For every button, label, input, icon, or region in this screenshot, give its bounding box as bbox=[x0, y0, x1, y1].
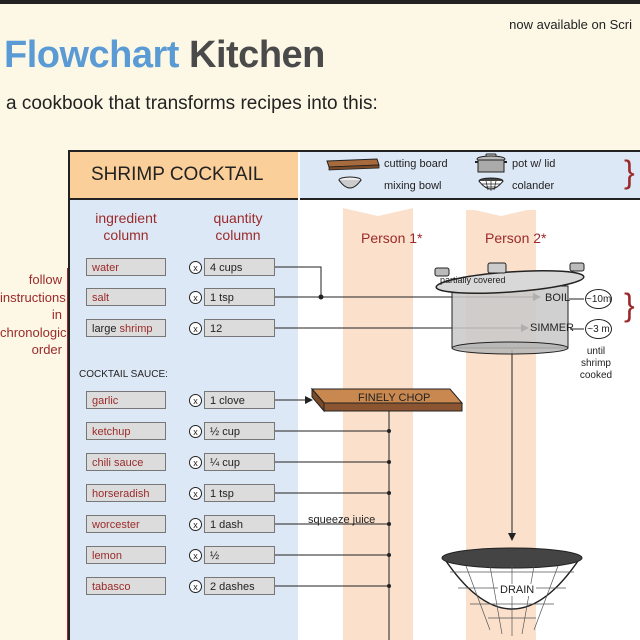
ingredient-tabasco: tabasco bbox=[86, 577, 166, 595]
quantity-shrimp: 12 bbox=[204, 319, 275, 337]
multiply-icon: x bbox=[189, 261, 202, 274]
quantity-lemon: ½ bbox=[204, 546, 275, 564]
mixing-bowl-icon bbox=[338, 176, 362, 189]
quantity-salt: 1 tsp bbox=[204, 288, 275, 306]
quantity-tabasco: 2 dashes bbox=[204, 577, 275, 595]
side-note-line bbox=[67, 268, 68, 640]
quantity-column-header: quantity column bbox=[213, 210, 263, 243]
boil-step: BOIL bbox=[545, 292, 571, 304]
equipment-label: colander bbox=[512, 180, 555, 192]
simmer-step: SIMMER bbox=[530, 322, 574, 334]
multiply-icon: x bbox=[189, 425, 202, 438]
multiply-icon: x bbox=[189, 580, 202, 593]
ingredient-horseradish: horseradish bbox=[86, 484, 166, 502]
colander-illustration bbox=[441, 547, 583, 636]
ingredient-worcester: worcester bbox=[86, 515, 166, 533]
boil-timer: ~10m bbox=[585, 289, 612, 309]
ingredient-garlic: garlic bbox=[86, 391, 166, 409]
ingredient-salt: salt bbox=[86, 288, 166, 306]
quantity-chili-sauce: ¼ cup bbox=[204, 453, 275, 471]
bracket-icon: } bbox=[624, 154, 635, 190]
equipment-label: cutting board bbox=[384, 158, 448, 170]
page-title: Flowchart Kitchen bbox=[4, 34, 325, 77]
sauce-section-label: COCKTAIL SAUCE: bbox=[79, 369, 168, 380]
finely-chop-board bbox=[310, 387, 464, 413]
multiply-icon: x bbox=[189, 456, 202, 469]
equipment-label: mixing bowl bbox=[384, 180, 442, 192]
recipe-title: SHRIMP COCKTAIL bbox=[91, 164, 264, 185]
availability-note: now available on Scri bbox=[509, 17, 632, 32]
lane-tops bbox=[343, 208, 536, 220]
quantity-worcester: 1 dash bbox=[204, 515, 275, 533]
drain-step: DRAIN bbox=[498, 584, 537, 596]
finely-chop-step: FINELY CHOP bbox=[358, 392, 431, 404]
top-rule bbox=[0, 0, 640, 4]
person-1-label: Person 1* bbox=[361, 230, 423, 246]
multiply-icon: x bbox=[189, 291, 202, 304]
recipe-title-box: SHRIMP COCKTAIL bbox=[70, 152, 298, 200]
ingredient-chili-sauce: chili sauce bbox=[86, 453, 166, 471]
partially-covered-label: partially covered bbox=[440, 275, 506, 285]
ingredient-lemon: lemon bbox=[86, 546, 166, 564]
simmer-timer: ~3 m bbox=[585, 319, 612, 339]
ingredient-shrimp: large shrimp bbox=[86, 319, 166, 337]
quantity-ketchup: ½ cup bbox=[204, 422, 275, 440]
quantity-horseradish: 1 tsp bbox=[204, 484, 275, 502]
multiply-icon: x bbox=[189, 518, 202, 531]
equipment-label: pot w/ lid bbox=[512, 158, 556, 170]
multiply-icon: x bbox=[189, 487, 202, 500]
page-subtitle: a cookbook that transforms recipes into … bbox=[6, 93, 378, 114]
cutting-board-icon bbox=[326, 158, 380, 171]
multiply-icon: x bbox=[189, 394, 202, 407]
side-note: follow instructions in chronological ord… bbox=[0, 272, 77, 357]
until-condition: until shrimp cooked bbox=[579, 346, 613, 381]
pot-icon bbox=[475, 153, 507, 173]
multiply-icon: x bbox=[189, 549, 202, 562]
multiply-icon: x bbox=[189, 322, 202, 335]
person-1-lane bbox=[343, 210, 413, 640]
squeeze-juice-step: squeeze juice bbox=[308, 514, 376, 526]
person-2-label: Person 2* bbox=[485, 230, 547, 246]
quantity-water: 4 cups bbox=[204, 258, 275, 276]
ingredient-water: water bbox=[86, 258, 166, 276]
ingredient-ketchup: ketchup bbox=[86, 422, 166, 440]
ingredient-column-header: ingredient column bbox=[95, 210, 157, 243]
bracket-icon: } bbox=[624, 287, 635, 323]
title-word-flowchart: Flowchart bbox=[4, 34, 179, 76]
colander-icon bbox=[478, 177, 504, 191]
pot-illustration bbox=[434, 262, 585, 355]
title-word-kitchen: Kitchen bbox=[189, 34, 325, 76]
quantity-garlic: 1 clove bbox=[204, 391, 275, 409]
